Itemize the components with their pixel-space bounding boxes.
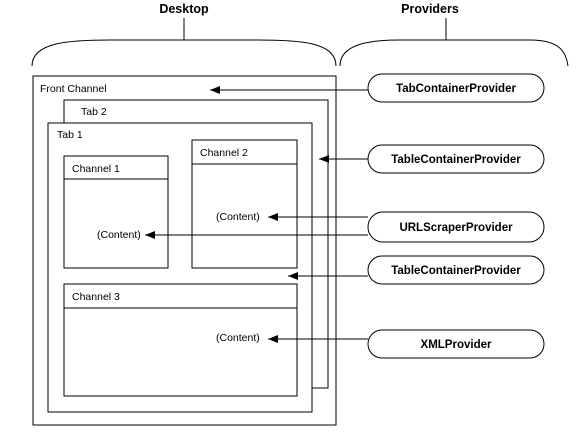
tab-container-provider-label: TabContainerProvider [396, 83, 516, 95]
providers-brace [339, 39, 569, 67]
channel1-box [63, 155, 169, 269]
url-scraper-provider-label: URLScraperProvider [399, 222, 513, 234]
xml-provider-label: XMLProvider [421, 339, 492, 351]
channel3-box [63, 283, 298, 397]
channel1-content-label: (Content) [97, 229, 141, 241]
table-container-provider-2-label: TableContainerProvider [391, 265, 521, 277]
tab2-label: Tab 2 [81, 106, 107, 118]
table-container-provider-2-pill [367, 255, 545, 285]
channel2-label: Channel 2 [200, 147, 248, 159]
channel3-content-label: (Content) [216, 332, 260, 344]
tab1-label: Tab 1 [57, 129, 83, 141]
providers-header: Providers [401, 2, 459, 16]
url-scraper-provider-pill [367, 211, 545, 243]
channel1-label: Channel 1 [72, 163, 120, 175]
tab-container-provider-pill [367, 73, 545, 103]
channel2-box [191, 139, 298, 269]
front-channel-label: Front Channel [40, 83, 107, 95]
desktop-header: Desktop [159, 2, 209, 16]
channel3-label: Channel 3 [72, 291, 120, 303]
xml-provider-pill [367, 329, 545, 359]
channel2-content-label: (Content) [216, 211, 260, 223]
desktop-brace [31, 39, 337, 67]
table-container-provider-1-label: TableContainerProvider [391, 154, 521, 166]
